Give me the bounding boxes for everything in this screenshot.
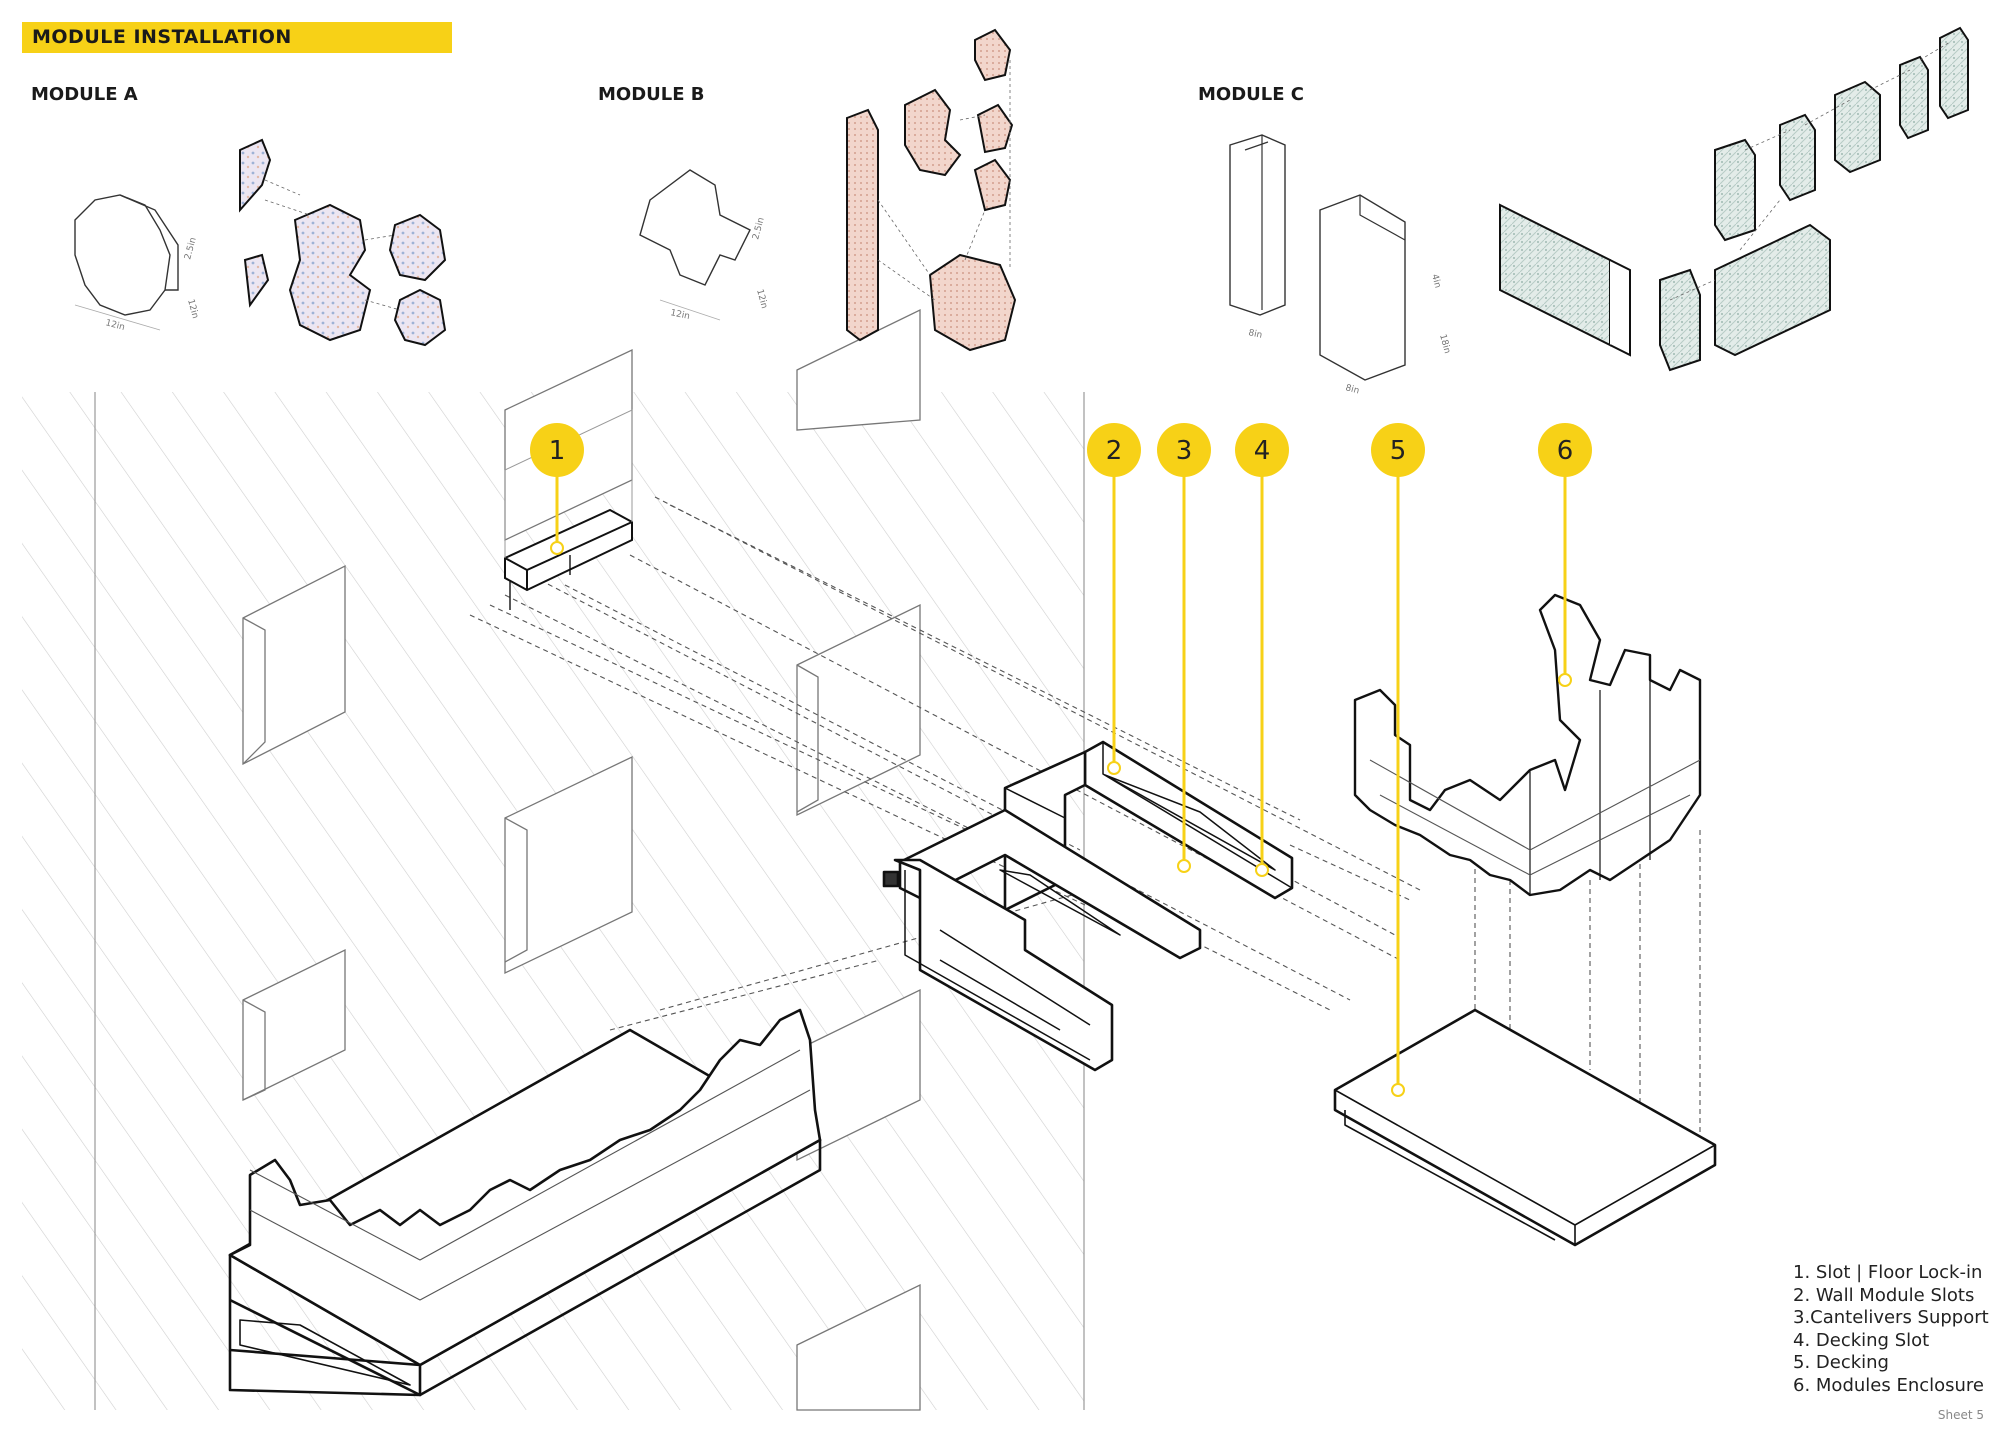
callout-2-label: 2 [1106,436,1123,466]
callout-3: 3 [1157,423,1211,873]
cantilever-bracket [882,740,1294,1072]
legend-item-2: 2. Wall Module Slots [1793,1284,1975,1306]
module-a-dim-height: 12in [185,298,200,320]
module-b-title: MODULE B [598,84,705,105]
sheet-number: Sheet 5 [1937,1408,1984,1422]
module-c-dim-width-1: 8in [1247,328,1263,341]
legend-item-1: 1. Slot | Floor Lock-in [1793,1262,1983,1283]
legend-item-3: 3.Cantelivers Support [1793,1307,1989,1328]
legend-item-6: 6. Modules Enclosure [1793,1374,1985,1396]
module-enclosure [1353,593,1702,897]
callout-4: 4 [1235,423,1289,877]
decking-plate [1333,1008,1717,1247]
callout-4-label: 4 [1254,436,1271,466]
callouts: 1 2 3 4 5 6 [530,423,1592,1097]
module-a-title: MODULE A [31,84,138,105]
module-b-dim-width: 12in [669,308,690,322]
module-b-dim-height: 12in [754,288,769,310]
module-c-drawing: 8in 8in 4in 18in [1229,26,1969,397]
assembled-balcony [228,1008,822,1397]
module-b-dim-depth: 2.5in [751,216,766,240]
legend: 1. Slot | Floor Lock-in 2. Wall Module S… [1793,1262,1989,1397]
callout-6: 6 [1538,423,1592,687]
module-c-dim-width-2: 8in [1344,383,1360,396]
header-bar [22,22,452,53]
module-b-drawing: 12in 2.5in 12in [639,28,1017,352]
module-a-dim-width: 12in [104,318,126,333]
module-c-dim-depth: 4in [1429,273,1442,289]
module-a-dim-depth: 2.5in [183,236,198,260]
floor-lock-slot [504,409,633,610]
callout-3-label: 3 [1176,436,1193,466]
module-c-dim-height: 18in [1437,333,1452,355]
callout-5: 5 [1371,423,1425,1097]
legend-item-5: 5. Decking [1793,1352,1889,1373]
module-c-title: MODULE C [1198,84,1305,105]
module-a-drawing: 12in 2.5in 12in [74,138,447,347]
callout-5-label: 5 [1390,436,1407,466]
legend-item-4: 4. Decking Slot [1793,1329,1930,1351]
callout-1-label: 1 [549,436,566,466]
page-title: MODULE INSTALLATION [32,26,292,48]
callout-1: 1 [530,423,584,555]
callout-6-label: 6 [1557,436,1574,466]
callout-2: 2 [1087,423,1141,775]
